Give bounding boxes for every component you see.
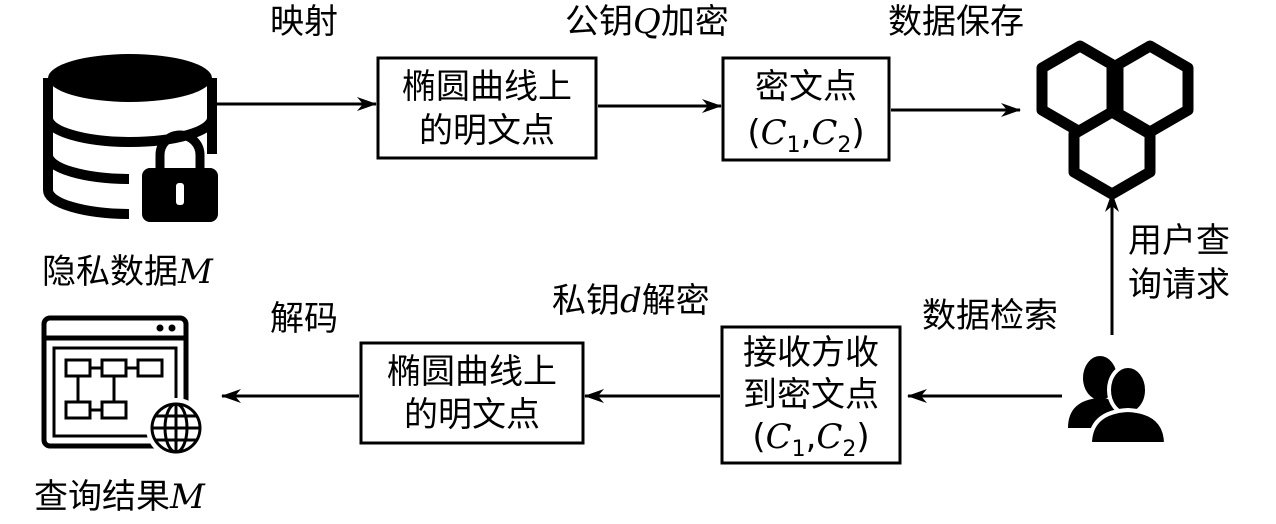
- browser-network-icon: [41, 315, 206, 458]
- cipher-point-box-top: 密文点 (C1,C2): [721, 56, 891, 162]
- plain-point-box-top: 椭圆曲线上 的明文点: [376, 56, 598, 160]
- users-icon: [1068, 356, 1169, 446]
- data-retrieval-label: 数据检索: [922, 296, 1058, 336]
- user-query-label-line1: 用户查: [1128, 221, 1230, 261]
- svg-text:的明文点: 的明文点: [419, 111, 555, 151]
- svg-text:接收方收: 接收方收: [743, 333, 879, 373]
- mapping-label: 映射: [270, 2, 338, 42]
- svg-text:的明文点: 的明文点: [404, 395, 540, 435]
- svg-text:密文点: 密文点: [755, 67, 857, 107]
- query-result-label: 查询结果M: [34, 477, 206, 517]
- encrypt-label: 公钥Q加密: [565, 2, 729, 42]
- svg-text:椭圆曲线上: 椭圆曲线上: [387, 352, 557, 392]
- hexagon-storage-icon: [1036, 40, 1194, 200]
- decode-label: 解码: [270, 299, 338, 339]
- received-cipher-box: 接收方收 到密文点 (C1,C2): [720, 325, 902, 465]
- svg-text:到密文点: 到密文点: [743, 375, 879, 415]
- plain-point-box-bottom: 椭圆曲线上 的明文点: [359, 341, 585, 445]
- data-save-label: 数据保存: [888, 2, 1024, 42]
- database-lock-icon: [43, 54, 241, 236]
- user-query-label-line2: 询请求: [1128, 265, 1230, 305]
- decrypt-label: 私钥d解密: [552, 281, 710, 321]
- private-data-label: 隐私数据M: [42, 252, 214, 292]
- svg-text:椭圆曲线上: 椭圆曲线上: [402, 67, 572, 107]
